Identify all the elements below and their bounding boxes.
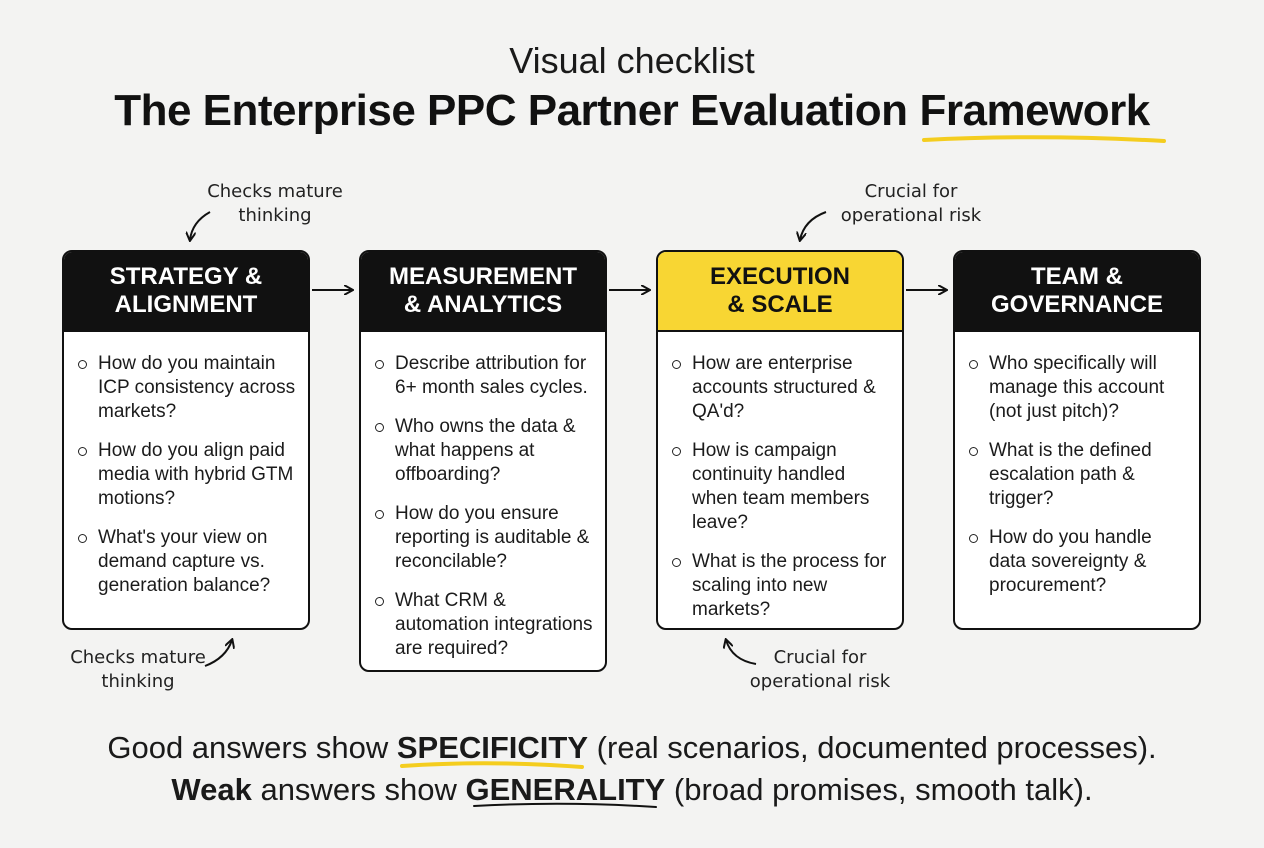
footer-text: Good answers show bbox=[107, 730, 389, 765]
list-item: What is the process for scaling into new… bbox=[672, 550, 892, 622]
question-list: Who specifically will manage this accoun… bbox=[955, 332, 1199, 614]
card-header: STRATEGY & ALIGNMENT bbox=[64, 252, 308, 332]
card-measurement-analytics: MEASUREMENT & ANALYTICS Describe attribu… bbox=[359, 250, 607, 672]
card-title: MEASUREMENT & ANALYTICS bbox=[388, 263, 577, 318]
list-item: What's your view on demand capture vs. g… bbox=[78, 526, 298, 598]
note-arrow-top-left bbox=[190, 211, 211, 240]
question-list: Describe attribution for 6+ month sales … bbox=[361, 332, 605, 670]
list-item: How do you ensure reporting is auditable… bbox=[375, 502, 595, 574]
title-main: The Enterprise PPC Partner Evaluation bbox=[114, 86, 908, 135]
footer-line-weak: Weak answers show GENERALITY (broad prom… bbox=[0, 772, 1264, 808]
list-item: Who owns the data & what happens at offb… bbox=[375, 415, 595, 487]
list-item: How do you maintain ICP consistency acro… bbox=[78, 352, 298, 424]
note-checks-mature-thinking-top: Checks mature thinking bbox=[207, 181, 343, 226]
list-item: How do you align paid media with hybrid … bbox=[78, 439, 298, 511]
note-crucial-operational-risk-top: Crucial for operational risk bbox=[840, 181, 982, 226]
note-crucial-operational-risk-bottom: Crucial for operational risk bbox=[749, 647, 891, 692]
footer-text: (real scenarios, documented processes). bbox=[596, 730, 1157, 765]
note-arrow-bottom-left bbox=[204, 640, 232, 667]
footer-bold-word: Weak bbox=[171, 772, 252, 807]
title-highlight-underline bbox=[922, 135, 1166, 143]
card-team-governance: TEAM & GOVERNANCE Who specifically will … bbox=[953, 250, 1201, 630]
list-item: Who specifically will manage this accoun… bbox=[969, 352, 1189, 424]
card-execution-scale: EXECUTION & SCALE How are enterprise acc… bbox=[656, 250, 904, 630]
card-title: EXECUTION & SCALE bbox=[709, 263, 850, 318]
specificity-underline bbox=[400, 761, 584, 769]
page-subtitle: Visual checklist bbox=[509, 40, 755, 81]
card-strategy-alignment: STRATEGY & ALIGNMENT How do you maintain… bbox=[62, 250, 310, 630]
list-item: How do you handle data sovereignty & pro… bbox=[969, 526, 1189, 598]
footer-text: (broad promises, smooth talk). bbox=[673, 772, 1093, 807]
question-list: How are enterprise accounts structured &… bbox=[658, 332, 902, 628]
note-arrow-top-right bbox=[800, 211, 827, 240]
list-item: What CRM & automation integrations are r… bbox=[375, 589, 595, 661]
note-checks-mature-thinking-bottom: Checks mature thinking bbox=[70, 647, 206, 692]
generality-underline bbox=[473, 802, 657, 808]
card-header: MEASUREMENT & ANALYTICS bbox=[361, 252, 605, 332]
list-item: What is the defined escalation path & tr… bbox=[969, 439, 1189, 511]
question-list: How do you maintain ICP consistency acro… bbox=[64, 332, 308, 614]
note-arrow-bottom-right bbox=[726, 640, 757, 665]
keyword-specificity: SPECIFICITY bbox=[396, 730, 589, 765]
footer-text: answers show bbox=[260, 772, 457, 807]
list-item: How is campaign continuity handled when … bbox=[672, 439, 892, 535]
card-title: TEAM & GOVERNANCE bbox=[990, 263, 1164, 318]
list-item: How are enterprise accounts structured &… bbox=[672, 352, 892, 424]
card-title: STRATEGY & ALIGNMENT bbox=[109, 263, 263, 318]
footer-line-good: Good answers show SPECIFICITY (real scen… bbox=[0, 730, 1264, 766]
list-item: Describe attribution for 6+ month sales … bbox=[375, 352, 595, 400]
title-highlight: Framework bbox=[919, 86, 1151, 135]
card-header: TEAM & GOVERNANCE bbox=[955, 252, 1199, 332]
keyword-generality: GENERALITY bbox=[465, 772, 666, 807]
card-header: EXECUTION & SCALE bbox=[658, 252, 902, 332]
